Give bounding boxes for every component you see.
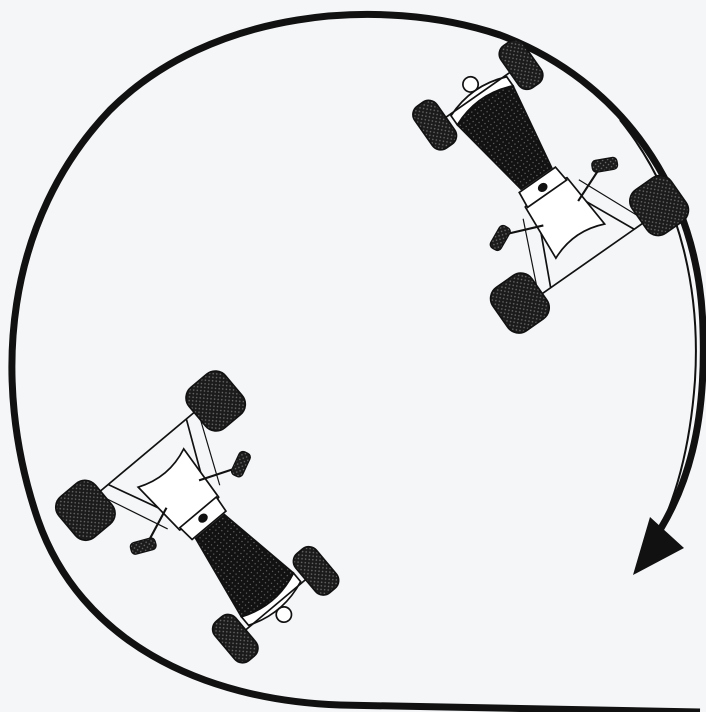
kart-icon — [374, 12, 694, 339]
arrowhead-icon — [633, 517, 684, 575]
kart-icon — [50, 366, 375, 695]
kart-lower — [50, 366, 375, 695]
curved-arrow-icon — [12, 14, 703, 712]
kart-upper — [374, 12, 694, 339]
